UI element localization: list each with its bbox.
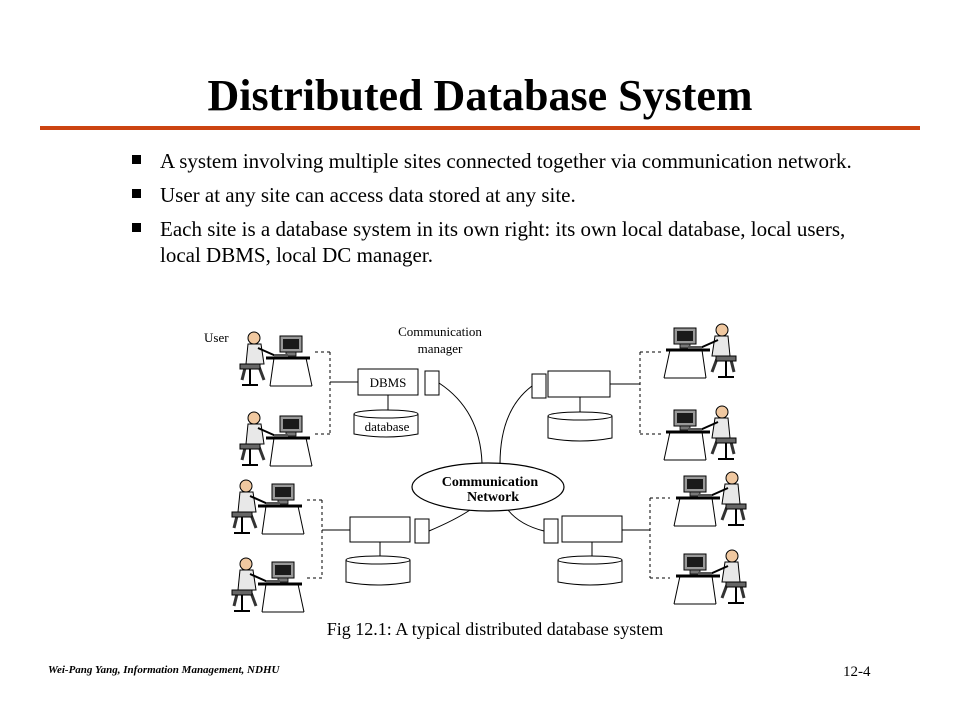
database-cylinder [345, 560, 411, 586]
bullet-text: User at any site can access data stored … [160, 183, 576, 207]
comm-manager-box [414, 518, 430, 544]
user-workstation-icon [664, 406, 736, 460]
database-cylinder [557, 560, 623, 586]
user-workstation-icon [230, 478, 306, 536]
dbms-box [561, 515, 623, 543]
bullet-item: A system involving multiple sites connec… [130, 148, 870, 174]
user-workstation-icon [664, 324, 736, 378]
user-workstation-icon [238, 330, 314, 388]
dbms-box [547, 370, 611, 398]
bullet-marker-icon [132, 189, 141, 198]
user-workstation-icon [674, 472, 746, 526]
user-workstation-icon [238, 410, 314, 468]
site-top-right [499, 351, 662, 465]
figure-caption: Fig 12.1: A typical distributed database… [326, 619, 664, 639]
bullet-item: User at any site can access data stored … [130, 182, 870, 208]
bullet-marker-icon [132, 155, 141, 164]
comm-manager-label-line2: manager [418, 341, 463, 356]
user-workstation-icon [674, 550, 746, 604]
bullet-list: A system involving multiple sites connec… [130, 148, 870, 276]
user-workstation-icon [230, 556, 306, 614]
bullet-text: A system involving multiple sites connec… [160, 149, 852, 173]
bullet-text: Each site is a database system in its ow… [160, 217, 846, 267]
bullet-item: Each site is a database system in its ow… [130, 216, 870, 268]
communication-network [411, 462, 565, 512]
database-cylinder [547, 416, 613, 442]
database-label: database [365, 419, 410, 434]
site-top-left: DBMS database [314, 351, 483, 464]
network-label-line2: Network [467, 490, 519, 505]
dbms-label: DBMS [370, 375, 407, 390]
slide-title: Distributed Database System [207, 71, 753, 120]
user-label: User [204, 330, 229, 345]
comm-manager-box [543, 518, 559, 544]
dbms-box [357, 368, 419, 396]
title-rule [40, 126, 920, 130]
site-bottom-left [304, 499, 471, 586]
comm-manager-box [424, 370, 440, 396]
footer-author: Wei-Pang Yang, Information Management, N… [48, 664, 280, 676]
bullet-marker-icon [132, 223, 141, 232]
page-number: 12-4 [843, 664, 871, 680]
comm-manager-label-line1: Communication [398, 324, 482, 339]
comm-manager-box [531, 373, 547, 399]
database-cylinder [353, 414, 419, 438]
site-bottom-right [507, 497, 670, 586]
network-label-line1: Communication [442, 475, 539, 490]
dbms-box [349, 516, 411, 543]
